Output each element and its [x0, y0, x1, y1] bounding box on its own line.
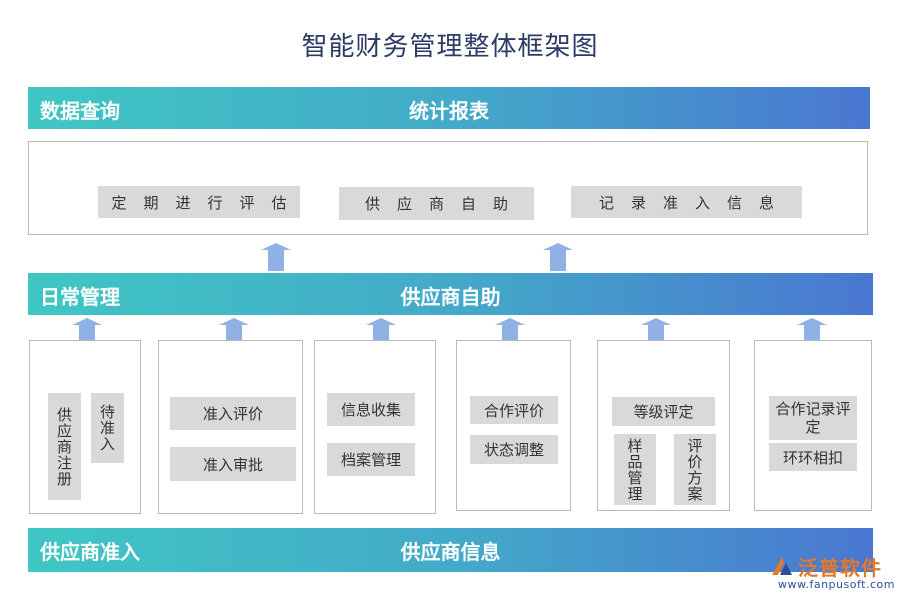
chip-cooperation-record-rating: 合作记录评定 [769, 396, 857, 440]
module-supplier-registration [29, 340, 141, 514]
arrow-up-icon [366, 318, 396, 343]
brand-logo: 泛普软件 [770, 552, 882, 581]
band-top-center-label: 统计报表 [409, 99, 489, 123]
band-top-left-label: 数据查询 [40, 99, 120, 123]
brand-logo-name: 泛普软件 [798, 556, 882, 580]
chip-grade-rating: 等级评定 [612, 397, 715, 426]
brand-logo-icon [772, 556, 792, 575]
chip-pending-admission: 待准入 [91, 393, 124, 463]
band-statistics: 数据查询 统计报表 [28, 87, 870, 129]
arrow-up-icon [641, 318, 671, 343]
brand-logo-url: www.fanpusoft.com [778, 578, 895, 591]
arrow-up-icon [72, 318, 102, 343]
chip-status-adjustment: 状态调整 [470, 435, 558, 464]
chip-archive-management: 档案管理 [327, 443, 415, 476]
chip-admission-approval: 准入审批 [170, 447, 296, 481]
arrow-up-icon [797, 318, 827, 343]
chip-sample-management: 样品管理 [614, 434, 656, 505]
chip-supplier-self-service: 供应商自助 [339, 187, 534, 220]
chip-cooperation-evaluation: 合作评价 [470, 396, 558, 424]
arrow-up-icon [261, 243, 291, 271]
chip-information-collection: 信息收集 [327, 393, 415, 426]
diagram-title: 智能财务管理整体框架图 [301, 32, 599, 62]
band-bottom-left-label: 供应商准入 [40, 540, 140, 564]
module-cooperation [456, 340, 571, 511]
arrow-up-icon [219, 318, 249, 343]
module-information [314, 340, 436, 514]
chip-evaluation-plan: 评价方案 [674, 434, 716, 505]
chip-record-admission-info: 记录准入信息 [571, 186, 802, 218]
band-supplier-admission: 供应商准入 供应商信息 [28, 528, 873, 572]
band-bottom-center-label: 供应商信息 [400, 540, 501, 564]
chip-admission-evaluation: 准入评价 [170, 397, 296, 430]
band-mid-center-label: 供应商自助 [400, 285, 501, 309]
arrow-up-icon [543, 243, 573, 271]
chip-periodic-evaluation: 定期进行评估 [98, 186, 300, 218]
chip-supplier-register: 供应商注册 [48, 393, 81, 500]
band-daily-management: 日常管理 供应商自助 [28, 273, 873, 315]
chip-interlocking: 环环相扣 [769, 443, 857, 471]
band-mid-left-label: 日常管理 [40, 285, 120, 309]
arrow-up-icon [495, 318, 525, 343]
